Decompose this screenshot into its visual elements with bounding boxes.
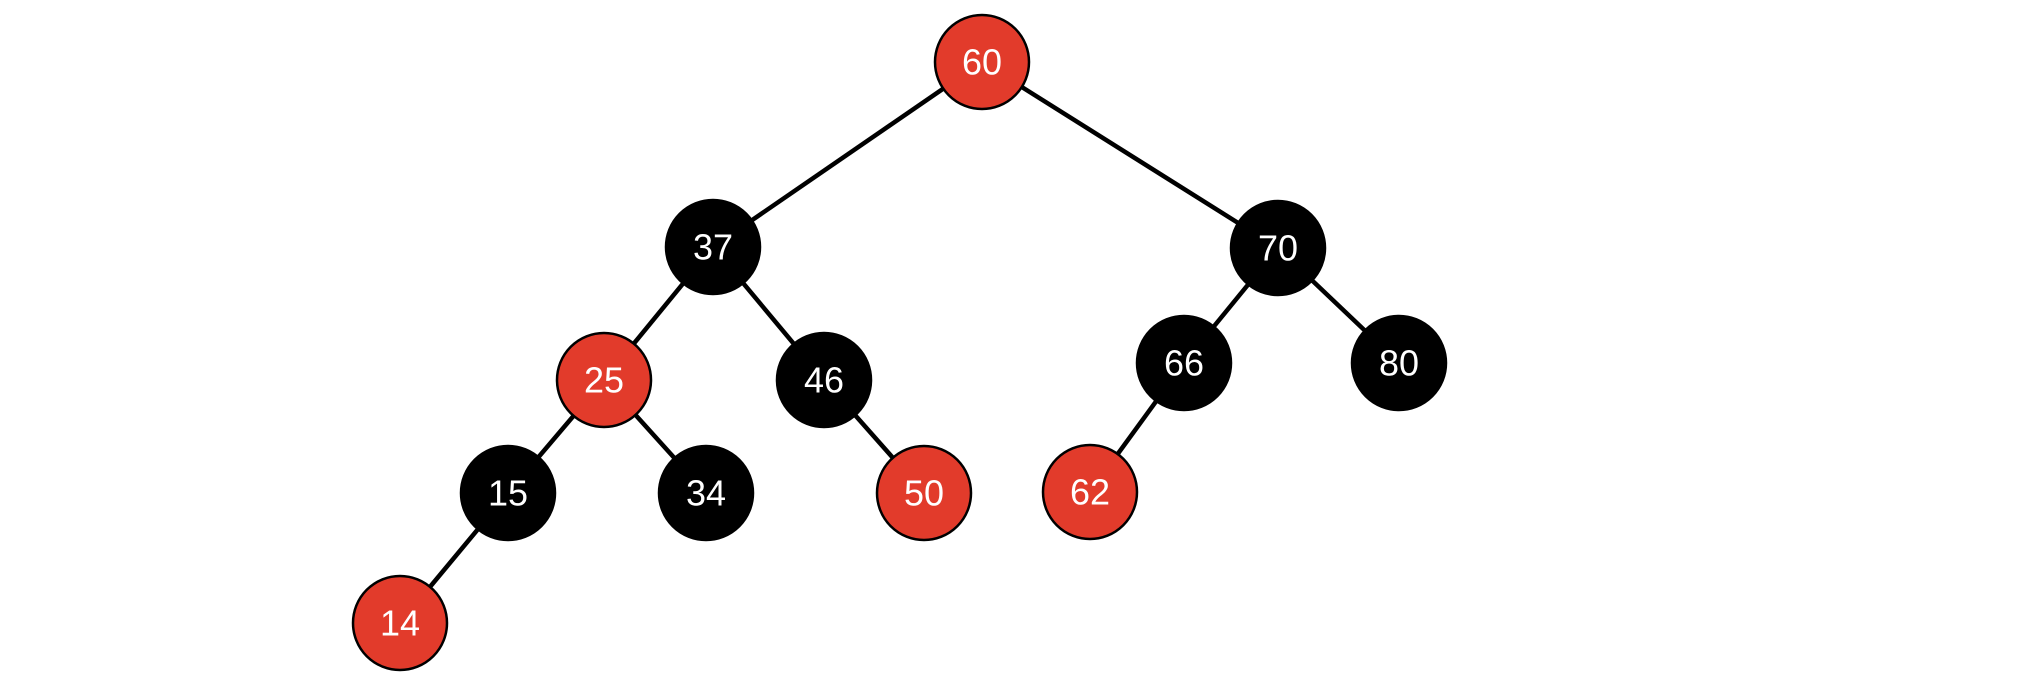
tree-node-label-15: 15	[488, 473, 528, 514]
tree-node-circle-25	[555, 331, 653, 429]
tree-node-label-34: 34	[686, 473, 726, 514]
tree-node-70: 70	[1229, 199, 1327, 297]
tree-node-circle-15	[459, 444, 557, 542]
tree-node-circle-14	[351, 574, 449, 672]
tree-node-circle-37	[664, 198, 762, 296]
tree-node-label-37: 37	[693, 227, 733, 268]
tree-node-46: 46	[775, 331, 873, 429]
tree-node-circle-80	[1350, 314, 1448, 412]
tree-node-label-66: 66	[1164, 343, 1204, 384]
tree-node-66: 66	[1135, 314, 1233, 412]
tree-edge-60-70	[980, 60, 1280, 250]
tree-node-circle-34	[657, 444, 755, 542]
tree-node-circle-46	[775, 331, 873, 429]
tree-node-label-25: 25	[584, 360, 624, 401]
tree-node-25: 25	[555, 331, 653, 429]
tree-node-circle-62	[1041, 443, 1139, 541]
tree-node-50: 50	[875, 444, 973, 542]
tree-node-label-70: 70	[1258, 228, 1298, 269]
tree-node-circle-60	[933, 13, 1031, 111]
tree-node-label-14: 14	[380, 603, 420, 644]
tree-node-circle-50	[875, 444, 973, 542]
tree-node-circle-70	[1229, 199, 1327, 297]
tree-node-label-62: 62	[1070, 472, 1110, 513]
tree-edges-layer	[398, 60, 1401, 625]
tree-node-label-80: 80	[1379, 343, 1419, 384]
tree-node-60: 60	[933, 13, 1031, 111]
tree-node-37: 37	[664, 198, 762, 296]
tree-node-circle-66	[1135, 314, 1233, 412]
tree-node-80: 80	[1350, 314, 1448, 412]
tree-node-34: 34	[657, 444, 755, 542]
tree-node-62: 62	[1041, 443, 1139, 541]
tree-node-label-50: 50	[904, 473, 944, 514]
tree-node-label-46: 46	[804, 360, 844, 401]
tree-edge-60-37	[711, 60, 984, 249]
tree-node-14: 14	[351, 574, 449, 672]
tree-node-label-60: 60	[962, 42, 1002, 83]
tree-nodes-layer: 60 37 70 25 46 66 80 15 34 50 62 14	[351, 13, 1448, 672]
tree-node-15: 15	[459, 444, 557, 542]
